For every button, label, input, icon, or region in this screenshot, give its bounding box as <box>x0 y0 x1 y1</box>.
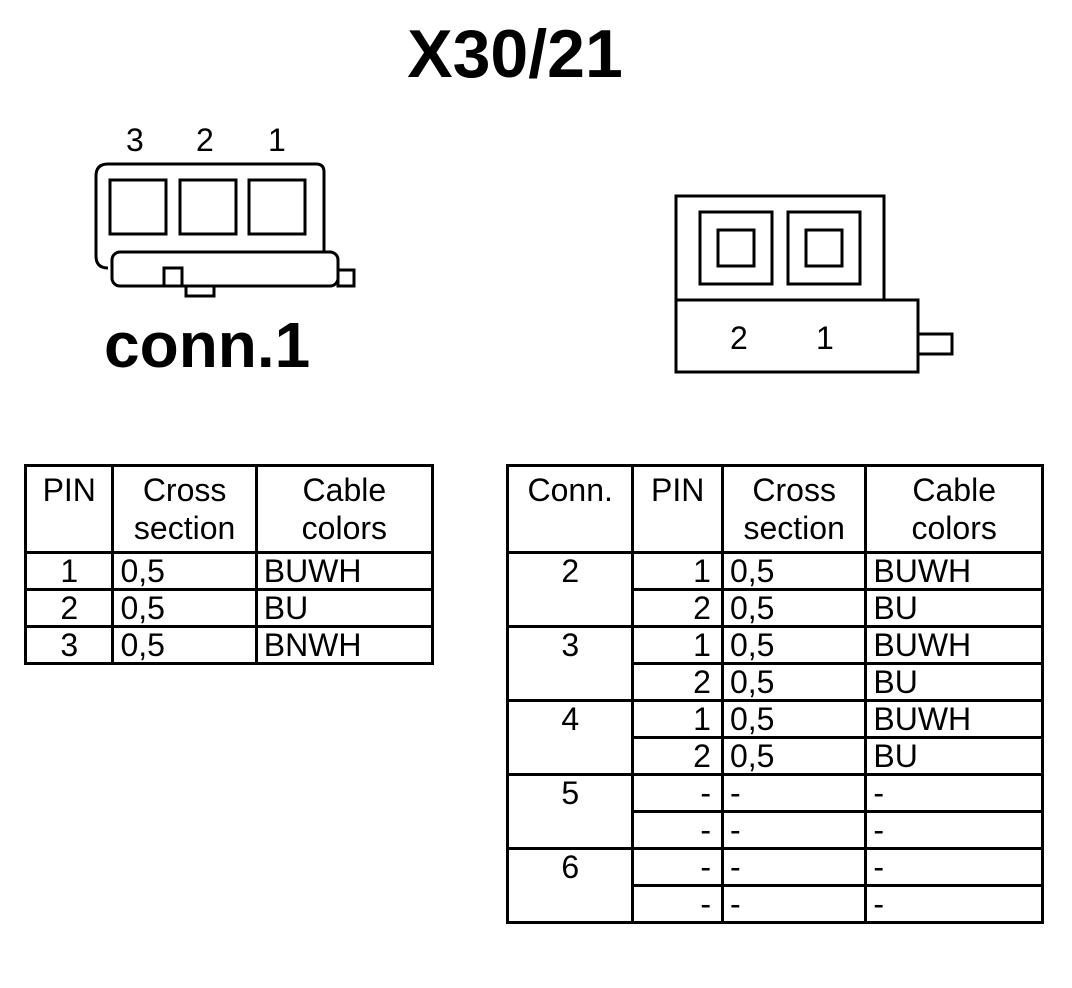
cross-cell: 0,5 <box>111 551 258 591</box>
table-row: 5 - - - <box>505 773 1044 850</box>
right-pin-table: Conn. PIN Cross section Cable colors 2 1… <box>505 464 1044 924</box>
cross-cell: 0,5 <box>720 588 868 628</box>
color-cell: - <box>864 847 1044 887</box>
table-row: 2 0,5 BU <box>508 662 1044 702</box>
right-pin-number: 1 <box>816 320 834 356</box>
left-latch-bar <box>110 250 340 288</box>
header-pin: PIN <box>631 464 724 554</box>
conn-cell: 4 <box>505 699 635 776</box>
header-pin: PIN <box>23 464 115 554</box>
conn-cell: 6 <box>505 847 635 924</box>
right-cavity-1-outer <box>786 210 862 286</box>
color-cell: - <box>864 884 1044 924</box>
table-row: 2 1 0,5 BUWH <box>505 551 1044 628</box>
header-cross-section: Cross section <box>720 464 868 554</box>
table-row: 6 - - - <box>505 847 1044 924</box>
color-cell: BNWH <box>254 625 435 665</box>
color-cell: BUWH <box>864 699 1044 739</box>
table-row: 2 0,5 BU <box>508 736 1044 776</box>
pin-cell: 2 <box>23 588 115 628</box>
color-cell: BUWH <box>254 551 435 591</box>
pin-cell: 1 <box>23 551 115 591</box>
connector-label: conn.1 <box>104 309 311 381</box>
header-cable-colors: Cable colors <box>864 464 1044 554</box>
color-cell: BU <box>864 588 1044 628</box>
table-row: 4 1 0,5 BUWH <box>505 699 1044 776</box>
header-conn: Conn. <box>505 464 635 554</box>
left-key-notch <box>162 266 184 288</box>
pin-cell: 3 <box>23 625 115 665</box>
right-connector-drawing <box>674 194 954 374</box>
left-cavity-3 <box>108 178 168 236</box>
left-pin-number: 2 <box>196 122 214 158</box>
table-row: 3 0,5 BNWH <box>23 625 435 665</box>
left-pin-number: 3 <box>126 122 144 158</box>
pin-cell: - <box>631 847 724 887</box>
right-cavity-1-inner <box>804 228 844 268</box>
right-pin-number: 2 <box>730 320 748 356</box>
cross-cell: 0,5 <box>720 699 868 739</box>
table-header-row: PIN Cross section Cable colors <box>23 464 435 554</box>
color-cell: BU <box>864 662 1044 702</box>
header-cross-section: Cross section <box>111 464 258 554</box>
header-cable-colors: Cable colors <box>254 464 435 554</box>
table-row: 2 0,5 BU <box>23 588 435 628</box>
cross-cell: 0,5 <box>111 588 258 628</box>
table-row: 2 0,5 BU <box>508 588 1044 628</box>
pin-cell: 1 <box>631 699 724 739</box>
pin-cell: 2 <box>631 588 724 628</box>
right-base <box>674 298 920 374</box>
left-cavity-2 <box>178 178 238 236</box>
color-cell: BUWH <box>864 625 1044 665</box>
left-connector-drawing <box>94 162 356 298</box>
cross-cell: - <box>720 773 868 813</box>
cross-cell: 0,5 <box>720 551 868 591</box>
table-row: - - - <box>508 884 1044 924</box>
pin-cell: - <box>631 810 724 850</box>
conn-cell: 3 <box>505 625 635 702</box>
right-latch-tab <box>916 332 954 356</box>
pin-cell: - <box>631 884 724 924</box>
cross-cell: 0,5 <box>720 625 868 665</box>
cross-cell: 0,5 <box>720 662 868 702</box>
table-row: 3 1 0,5 BUWH <box>505 625 1044 702</box>
left-latch-tab <box>336 268 356 288</box>
color-cell: - <box>864 773 1044 813</box>
cross-cell: - <box>720 884 868 924</box>
pin-cell: 2 <box>631 736 724 776</box>
left-pin-number: 1 <box>268 122 286 158</box>
color-cell: BUWH <box>864 551 1044 591</box>
cross-cell: - <box>720 847 868 887</box>
table-row: 1 0,5 BUWH <box>23 551 435 591</box>
left-pin-table: PIN Cross section Cable colors 1 0,5 BUW… <box>23 464 435 665</box>
right-cavity-2-outer <box>698 210 774 286</box>
color-cell: - <box>864 810 1044 850</box>
table-header-row: Conn. PIN Cross section Cable colors <box>505 464 1044 554</box>
right-cavity-2-inner <box>716 228 756 268</box>
diagram-title: X30/21 <box>407 16 623 92</box>
pin-cell: 1 <box>631 551 724 591</box>
connector-drawings <box>94 162 954 374</box>
pin-cell: 2 <box>631 662 724 702</box>
cross-cell: - <box>720 810 868 850</box>
pin-cell: 1 <box>631 625 724 665</box>
pin-cell: - <box>631 773 724 813</box>
color-cell: BU <box>254 588 435 628</box>
cross-cell: 0,5 <box>111 625 258 665</box>
color-cell: BU <box>864 736 1044 776</box>
left-key-foot <box>184 284 216 298</box>
conn-cell: 5 <box>505 773 635 850</box>
table-row: - - - <box>508 810 1044 850</box>
cross-cell: 0,5 <box>720 736 868 776</box>
conn-cell: 2 <box>505 551 635 628</box>
left-cavity-1 <box>247 178 307 236</box>
